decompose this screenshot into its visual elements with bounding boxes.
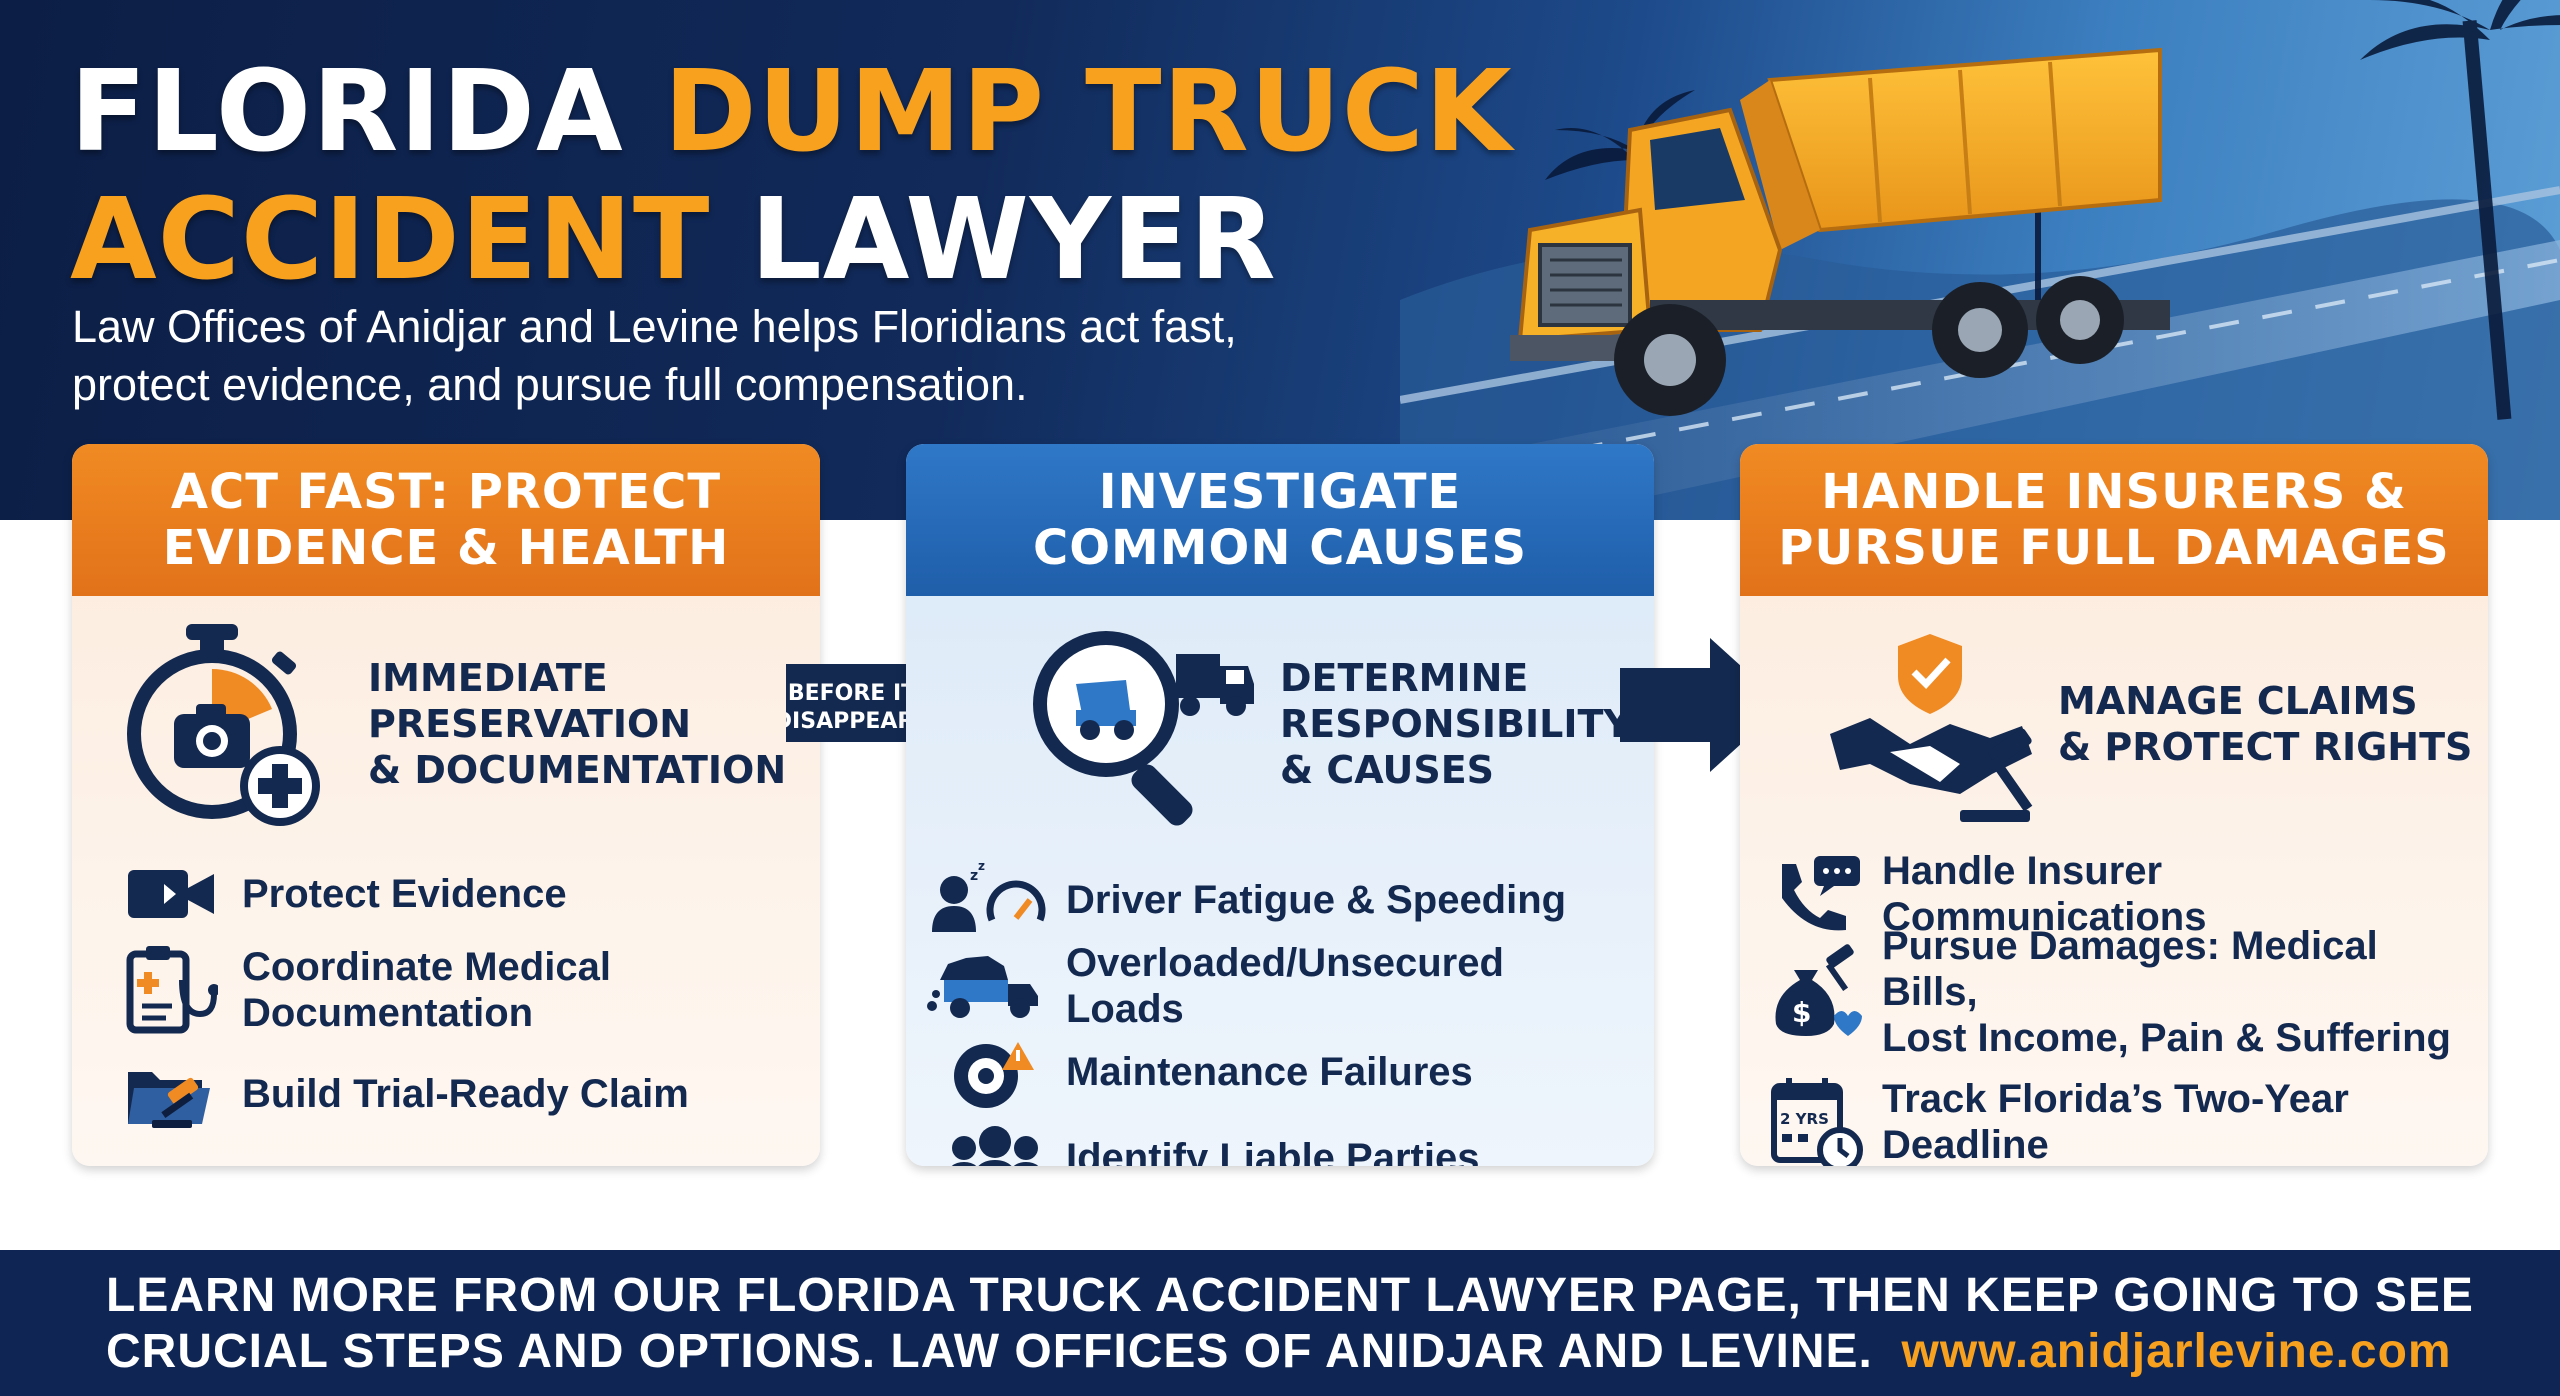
item-line-2: Deadline <box>1882 1123 2049 1166</box>
magnifier-truck-icon <box>1033 631 1254 826</box>
feature-line-3: & DOCUMENTATION <box>368 748 787 792</box>
heading-line-1: HANDLE INSURERS & <box>1821 464 2407 520</box>
item-line-2: Lost Income, Pain & Suffering <box>1882 1016 2451 1060</box>
feature-line-2: & PROTECT RIGHTS <box>2058 725 2473 769</box>
feature-preservation: IMMEDIATE PRESERVATION & DOCUMENTATION <box>72 614 820 834</box>
feature-line-2: PRESERVATION <box>368 702 692 746</box>
heading-line-1: ACT FAST: PROTECT <box>170 464 722 520</box>
list-item: z z Driver Fatigue & Speeding <box>906 860 1654 940</box>
stopwatch-camera-icon <box>127 624 320 826</box>
driver-fatigue-icon: z z <box>932 860 1046 932</box>
feature-manage-claims: MANAGE CLAIMS & PROTECT RIGHTS <box>1740 614 2488 834</box>
item-label: Pursue Damages: Medical Bills, Lost Inco… <box>1882 923 2482 1061</box>
hero-banner: FLORIDA DUMP TRUCK ACCIDENT LAWYER Law O… <box>0 0 2560 520</box>
title-lawyer: LAWYER <box>750 175 1277 305</box>
item-line-1: Coordinate Medical <box>242 945 611 989</box>
item-line-1: Pursue Damages: Medical Bills, <box>1882 924 2378 1014</box>
heading-line-2: PURSUE FULL DAMAGES <box>1778 520 2450 576</box>
overloaded-truck-icon <box>927 956 1038 1018</box>
footer-line-2: CRUCIAL STEPS AND OPTIONS. LAW OFFICES O… <box>106 1325 1873 1378</box>
feature-text: MANAGE CLAIMS & PROTECT RIGHTS <box>2058 678 2472 770</box>
svg-text:z: z <box>978 860 985 873</box>
feature-text: DETERMINE RESPONSIBILITY & CAUSES <box>1280 655 1631 793</box>
item-label: Coordinate Medical Documentation <box>242 944 802 1036</box>
item-label: Protect Evidence <box>242 872 567 916</box>
dump-truck-icon <box>1510 47 2170 416</box>
arrow-label-line-1: BEFORE IT <box>788 681 916 706</box>
feature-line-1: MANAGE CLAIMS <box>2058 679 2418 723</box>
column-act-fast: ACT FAST: PROTECT EVIDENCE & HEALTH IMME… <box>72 444 820 1166</box>
item-line-1: Track Florida’s Two-Year <box>1882 1077 2349 1121</box>
heading-line-2: EVIDENCE & HEALTH <box>162 520 730 576</box>
title-dump-truck: DUMP TRUCK <box>663 47 1513 177</box>
dump-truck-scene-illustration <box>1400 0 2560 520</box>
title-florida: FLORIDA <box>70 47 624 177</box>
list-item: Maintenance Failures <box>906 1032 1654 1112</box>
feature-line-3: & CAUSES <box>1280 748 1495 792</box>
website-link[interactable]: www.anidjarlevine.com <box>1901 1325 2452 1378</box>
item-label: Build Trial-Ready Claim <box>242 1072 689 1116</box>
feature-responsibility: DETERMINE RESPONSIBILITY & CAUSES <box>906 614 1654 834</box>
feature-line-2: RESPONSIBILITY <box>1280 702 1631 746</box>
video-camera-icon <box>128 870 214 918</box>
list-item: Protect Evidence <box>72 854 820 934</box>
footer-text: LEARN MORE FROM OUR FLORIDA TRUCK ACCIDE… <box>106 1268 2506 1380</box>
item-line-2: Documentation <box>242 991 534 1035</box>
item-label: Overloaded/Unsecured Loads <box>1066 941 1504 1031</box>
folder-gavel-icon <box>128 1072 210 1128</box>
calendar-clock-icon: 2 YRS <box>1771 1078 1863 1166</box>
phone-chat-icon <box>1782 856 1860 931</box>
list-item: Handle Insurer Communications <box>1740 849 2488 939</box>
column-heading: HANDLE INSURERS & PURSUE FULL DAMAGES <box>1740 444 2488 596</box>
subtitle-line-2: protect evidence, and pursue full compen… <box>72 359 1028 410</box>
people-group-icon <box>951 1126 1039 1166</box>
subtitle-line-1: Law Offices of Anidjar and Levine helps … <box>72 301 1237 352</box>
hero-subtitle: Law Offices of Anidjar and Levine helps … <box>72 298 1472 414</box>
page-title: FLORIDA DUMP TRUCK ACCIDENT LAWYER <box>70 48 1570 304</box>
list-item: Identify Liable Parties <box>906 1118 1654 1166</box>
footer-banner: LEARN MORE FROM OUR FLORIDA TRUCK ACCIDE… <box>0 1250 2560 1396</box>
brake-warning-icon <box>954 1042 1034 1108</box>
heading-line-2: COMMON CAUSES <box>1032 520 1528 576</box>
column-heading: ACT FAST: PROTECT EVIDENCE & HEALTH <box>72 444 820 596</box>
column-investigate: INVESTIGATE COMMON CAUSES DETERMINE RESP… <box>906 444 1654 1166</box>
list-item: Overloaded/Unsecured Loads <box>906 941 1654 1031</box>
svg-text:$: $ <box>1792 996 1811 1029</box>
svg-text:z: z <box>970 868 978 884</box>
heading-line-1: INVESTIGATE <box>1098 464 1462 520</box>
list-item: $ Pursue Damages: Medical Bills, Lost In… <box>1740 924 2488 1060</box>
medical-clipboard-icon <box>126 946 218 1034</box>
money-bag-icon: $ <box>1775 944 1862 1036</box>
item-label: Maintenance Failures <box>1066 1050 1473 1094</box>
feature-line-1: IMMEDIATE <box>368 656 608 700</box>
list-item: Build Trial-Ready Claim <box>72 1054 820 1134</box>
item-label: Track Florida’s Two-Year Deadline <box>1882 1076 2482 1166</box>
calendar-badge: 2 YRS <box>1780 1110 1829 1128</box>
footer-line-1: LEARN MORE FROM OUR FLORIDA TRUCK ACCIDE… <box>106 1269 2474 1322</box>
list-item: 2 YRS Track Florida’s Two-Year Deadline <box>1740 1070 2488 1166</box>
column-heading: INVESTIGATE COMMON CAUSES <box>906 444 1654 596</box>
title-accident: ACCIDENT <box>70 175 711 305</box>
column-handle-insurers: HANDLE INSURERS & PURSUE FULL DAMAGES MA… <box>1740 444 2488 1166</box>
list-item: Coordinate Medical Documentation <box>72 940 820 1040</box>
item-label: Driver Fatigue & Speeding <box>1066 878 1567 922</box>
feature-text: IMMEDIATE PRESERVATION & DOCUMENTATION <box>368 655 786 793</box>
handshake-shield-icon <box>1830 634 2033 822</box>
item-label: Identify Liable Parties <box>1066 1136 1480 1166</box>
feature-line-1: DETERMINE <box>1280 656 1529 700</box>
item-label: Handle Insurer Communications <box>1882 849 2207 939</box>
